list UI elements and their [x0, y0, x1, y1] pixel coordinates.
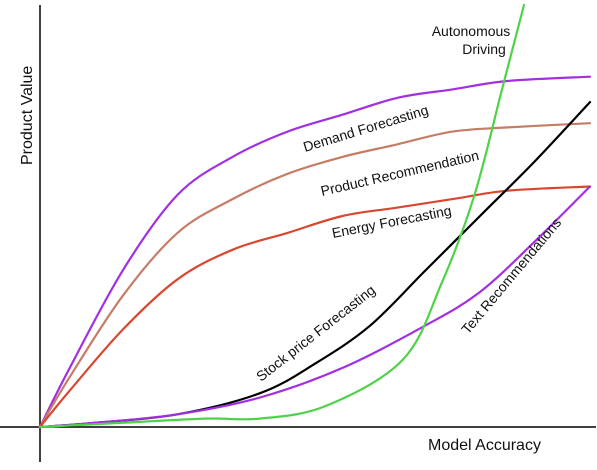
x-axis-label: Model Accuracy: [428, 437, 541, 454]
y-axis-label: Product Value: [19, 66, 36, 165]
series-label-product-recommendation: Product Recommendation: [319, 147, 480, 199]
curves: [38, 3, 592, 429]
series-label-text-recommendations: Text Recommendations: [458, 215, 564, 337]
series-line-energy-forecasting: [38, 185, 592, 429]
series-line-demand-forecasting: [38, 75, 592, 429]
series-label-demand-forecasting: Demand Forecasting: [301, 102, 430, 155]
axes: [0, 5, 596, 462]
series-line-text-recommendations: [38, 185, 592, 429]
series-line-product-recommendation: [38, 122, 592, 429]
series-line-autonomous-driving: [38, 3, 526, 429]
